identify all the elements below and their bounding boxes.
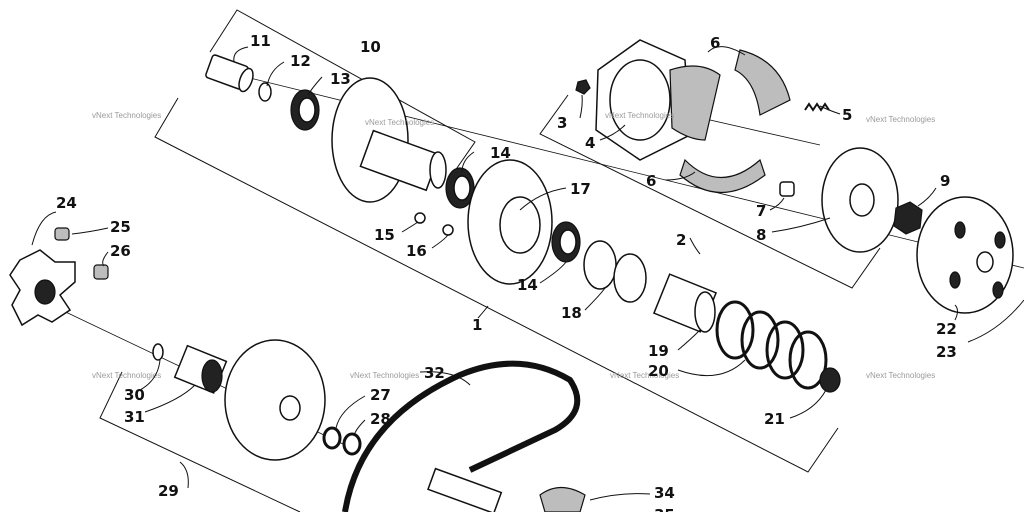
part-26-cap [93,264,109,280]
part-25-cap [54,227,70,241]
leader-lines [31,46,1024,501]
watermarks: vNext Technologies vNext Technologies vN… [92,111,935,380]
svg-text:vNext Technologies: vNext Technologies [92,371,161,380]
callout-24: 24 [56,194,77,212]
callout-14b: 14 [517,276,538,294]
part-11-sleeve [205,54,254,93]
part-16-pin [442,224,454,236]
callout-17: 17 [570,180,591,198]
part-21-washer [819,367,841,393]
callout-4: 4 [585,134,595,152]
svg-text:vNext Technologies: vNext Technologies [365,118,434,127]
part-12-snap-ring [258,82,272,102]
part-20-spring [715,300,828,390]
part-14-bearing-upper [445,167,475,209]
callout-5: 5 [842,106,852,124]
part-8-hub [821,147,899,253]
part-6-shoe-right [734,49,791,116]
callout-6b: 6 [646,172,656,190]
callout-14a: 14 [490,144,511,162]
callout-21: 21 [764,410,785,428]
callout-30: 30 [124,386,145,404]
callout-26: 26 [110,242,131,260]
part-29-sheave [224,339,326,461]
group-bracket-29 [99,371,301,512]
callout-9: 9 [940,172,950,190]
callout-11: 11 [250,32,271,50]
part-3-nut [575,79,591,95]
part-6-shoe-upper [669,65,721,141]
group-bracket-1 [154,97,839,473]
svg-text:vNext Technologies: vNext Technologies [610,371,679,380]
callout-15: 15 [374,226,395,244]
callout-12: 12 [290,52,311,70]
part-17-movable-sheave [467,159,553,285]
part-9-nut [893,201,923,235]
callout-10: 10 [360,38,381,56]
callout-19: 19 [648,342,669,360]
callout-32: 32 [424,364,445,382]
svg-text:vNext Technologies: vNext Technologies [605,111,674,120]
svg-text:vNext Technologies: vNext Technologies [866,371,935,380]
callout-31: 31 [124,408,145,426]
part-13-bearing [290,89,320,131]
callout-34: 34 [654,484,675,502]
callout-labels: 1 2 3 4 5 6 6 7 8 9 10 11 12 13 14 14 15… [56,32,957,512]
callout-29: 29 [158,482,179,500]
callout-1: 1 [472,316,482,334]
callout-27: 27 [370,386,391,404]
callout-2: 2 [676,231,686,249]
callout-7: 7 [756,202,766,220]
part-28-ring [342,432,362,456]
svg-text:vNext Technologies: vNext Technologies [350,371,419,380]
callout-25: 25 [110,218,131,236]
part-6-shoe-lower [679,158,766,193]
part-32-belt [342,360,581,512]
svg-text:vNext Technologies: vNext Technologies [866,115,935,124]
part-10-sheave [331,77,447,203]
part-7-bushing [779,181,795,197]
callout-28: 28 [370,410,391,428]
callout-6a: 6 [710,34,720,52]
part-5-spring [804,102,830,112]
part-30-clip [152,343,164,361]
part-15-pin [414,212,426,224]
callout-35: 35 [654,506,675,512]
callout-13: 13 [330,70,351,88]
part-24-fan [9,249,76,327]
group-bracket-2 [539,94,881,289]
callout-20: 20 [648,362,669,380]
part-34-shaft [427,467,586,512]
group-bracket-10 [209,9,476,179]
callout-18: 18 [561,304,582,322]
part-19-collar [652,273,718,333]
part-22-clutch-drum [916,196,1014,314]
callout-3: 3 [557,114,567,132]
callout-22: 22 [936,320,957,338]
callout-23: 23 [936,343,957,361]
part-27-ring [322,426,342,450]
part-31-collar [173,344,228,394]
callout-8: 8 [756,226,766,244]
callout-16: 16 [406,242,427,260]
part-18-ring-b [613,253,647,303]
svg-text:vNext Technologies: vNext Technologies [92,111,161,120]
part-14-bearing-lower [551,221,581,263]
part-18-ring-a [583,240,617,290]
